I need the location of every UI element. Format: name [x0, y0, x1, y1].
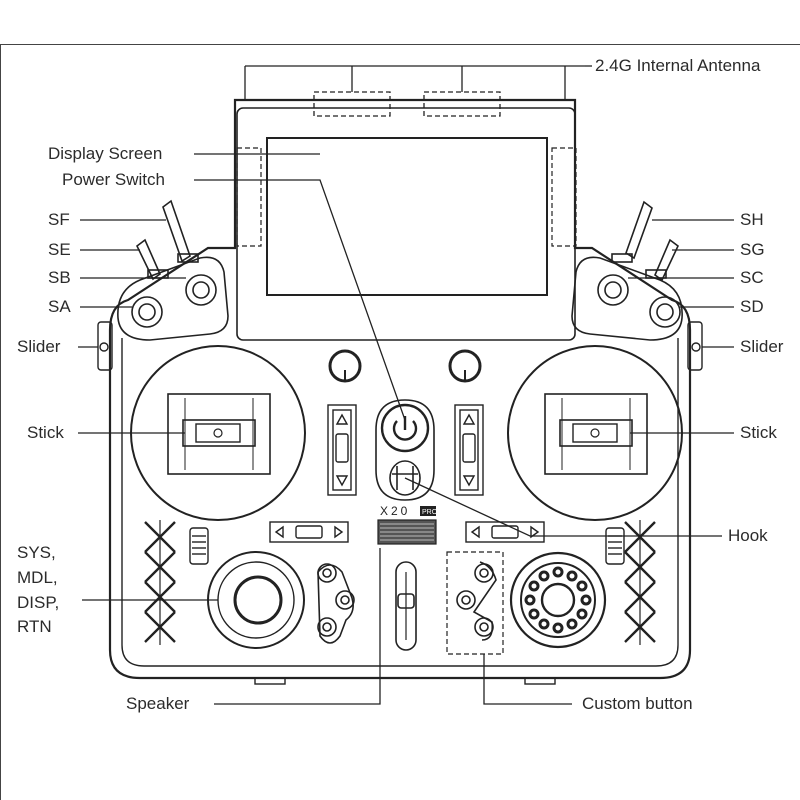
- side-sliders: [97, 321, 703, 371]
- custom-button-label: Custom button: [582, 694, 693, 713]
- center-slider: [395, 561, 417, 651]
- transmitter-body: [108, 98, 692, 685]
- leader-lines: [78, 65, 734, 705]
- left-shoulder-switches: [117, 199, 229, 341]
- stick-left-label: Stick: [27, 423, 64, 442]
- antenna-callout: [244, 65, 585, 117]
- display-screen-housing: [236, 107, 577, 341]
- model-mark: X20: [380, 504, 410, 518]
- custom-buttons: [446, 551, 504, 655]
- speaker-label: Speaker: [126, 694, 190, 713]
- diagram-frame: [0, 44, 800, 800]
- model-logo: X20 PRO: [380, 504, 438, 518]
- speaker-grille: [377, 519, 437, 545]
- sb-label: SB: [48, 268, 71, 287]
- sys-button-cluster: [207, 551, 305, 649]
- power-switch: [375, 399, 435, 501]
- right-roller: [605, 527, 625, 565]
- right-shoulder-switches: [571, 200, 683, 341]
- horizontal-trims: [269, 521, 545, 543]
- sf-label: SF: [48, 210, 70, 229]
- sa-label: SA: [48, 297, 71, 316]
- stick-right-label: Stick: [740, 423, 777, 442]
- sh-label: SH: [740, 210, 764, 229]
- hook-label: Hook: [728, 526, 768, 545]
- left-grip: [144, 520, 176, 645]
- sg-label: SG: [740, 240, 765, 259]
- antenna-label: 2.4G Internal Antenna: [595, 56, 761, 75]
- display-screen-label: Display Screen: [48, 144, 163, 163]
- left-roller: [189, 527, 209, 565]
- top-knobs: [328, 349, 482, 383]
- hook: [389, 460, 421, 496]
- vertical-trims: [327, 404, 484, 496]
- se-label: SE: [48, 240, 71, 259]
- slider-right-label: Slider: [740, 337, 784, 356]
- rtn-label: RTN: [17, 617, 52, 636]
- right-grip: [624, 520, 656, 645]
- sys-label: SYS,: [17, 543, 56, 562]
- sd-label: SD: [740, 297, 764, 316]
- slider-left-label: Slider: [17, 337, 61, 356]
- disp-label: DISP,: [17, 593, 60, 612]
- sc-label: SC: [740, 268, 764, 287]
- power-switch-label: Power Switch: [62, 170, 165, 189]
- mdl-label: MDL,: [17, 568, 58, 587]
- model-badge: PRO: [422, 509, 438, 516]
- left-button-cluster: [317, 563, 355, 644]
- scroll-dial: [509, 551, 607, 649]
